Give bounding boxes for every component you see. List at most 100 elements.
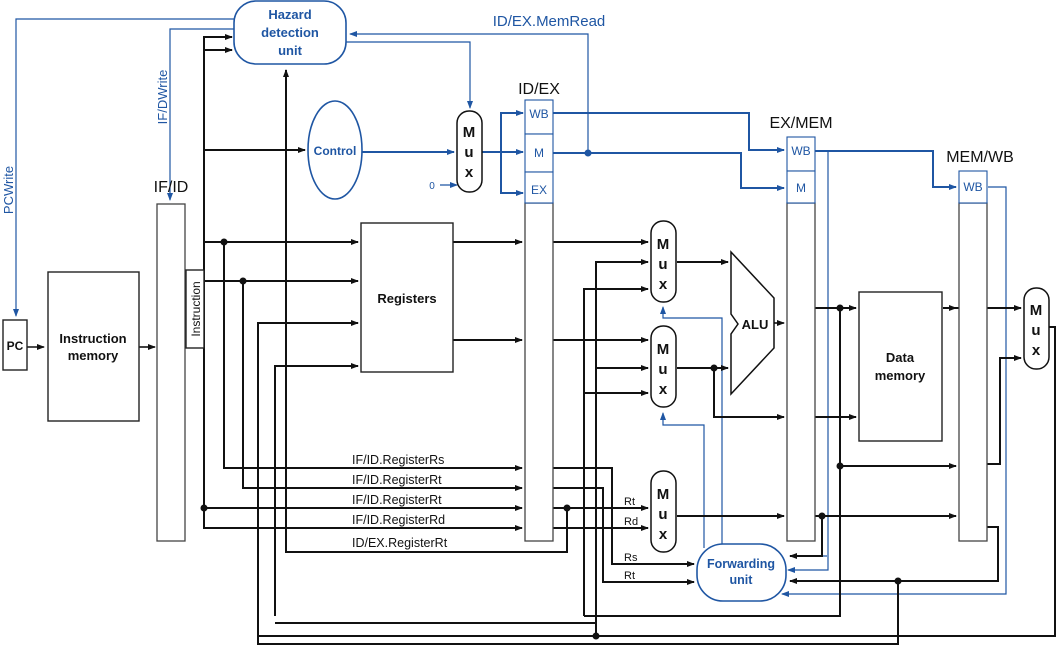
register-file: Registers [360,222,454,373]
mux-letter: M [657,236,670,253]
imem-label-line1: Instruction [59,331,126,346]
control-mux: M u x 0 [429,110,483,193]
memread-label: ID/EX.MemRead [493,13,606,30]
zero-label: 0 [429,181,435,192]
memwb-wb-label: WB [963,180,982,194]
hazard-label-line3: unit [278,43,302,58]
mux-letter: u [658,506,667,523]
mux-letter: M [657,486,670,503]
idex-rt-label: ID/EX.RegisterRt [352,536,448,550]
hazard-to-mux-wire [346,41,473,109]
rt-to-fwd-wire [552,487,695,585]
ex-mem-register: WB M EX/MEM [769,115,833,542]
muxA-mem-input-wire [583,286,649,616]
alu-mux-a: M u x [650,220,677,303]
idex-rt-to-hazard-wire [283,69,568,553]
regdst-mux: M u x [650,470,677,553]
rt-fwd-label: Rt [624,570,635,582]
imem-label-line2: memory [68,348,119,363]
memwb-rd-to-reg-wire [257,581,899,645]
alu-mux-b: M u x [650,325,677,408]
data-memory: Data memory [858,291,943,442]
ifdwrite-label: IF/DWrite [155,70,170,125]
instruction-label: Instruction [189,281,203,336]
ifid-rt2-label: IF/ID.RegisterRt [352,493,442,507]
ifid-rt1-label: IF/ID.RegisterRt [352,473,442,487]
idex-ex-label: EX [531,183,547,197]
memwb-regwrite-wire [781,186,1007,597]
control-label: Control [314,144,357,158]
dmem-label-line1: Data [886,350,915,365]
idex-m-label: M [534,146,544,160]
pcwrite-label: PCWrite [1,166,16,214]
writeback-mux: M u x [1023,287,1050,370]
mux-to-ex-wire [500,152,524,196]
rs-to-fwd-wire [552,467,695,567]
mux-to-wb-wire [500,110,524,152]
control-wires [13,18,1007,597]
mux-letter: u [658,256,667,273]
instruction-memory: Instruction memory [47,271,140,422]
idex-wb-to-exmem-wire [553,112,785,153]
data-wires [27,34,1056,645]
forwardB-wire [660,412,705,548]
ifdwrite-wire [167,28,235,201]
exmem-rd-to-fwd-wire [789,516,823,559]
mem-wb-register: WB MEM/WB [946,149,1014,542]
dmem-label-line2: memory [875,368,926,383]
mem-wb-title: MEM/WB [946,149,1014,166]
mux-letter: u [658,361,667,378]
hazard-label-line1: Hazard [268,7,311,22]
mux-letter: u [464,144,473,161]
mux-letter: x [659,276,668,293]
id-ex-register: WB M EX ID/EX [518,81,560,542]
exmem-m-label: M [796,181,806,195]
forwarding-unit: Forwarding unit [696,543,787,602]
exmem-regwrite-wire [787,150,829,573]
pc-register: PC [2,319,28,371]
mux-letter: M [1030,302,1043,319]
control-unit: Control [307,100,363,200]
idex-m-to-exmem-wire [553,152,785,191]
muxA-wb-input-wire [595,259,649,636]
writeback-loop-wire [258,326,1056,637]
rs-fwd-label: Rs [624,552,638,564]
ifid-rd-label: IF/ID.RegisterRd [352,513,445,527]
writedata-wire [274,363,359,616]
mux-letter: x [1032,342,1041,359]
ex-mem-title: EX/MEM [769,115,832,132]
alu-label: ALU [742,317,769,332]
ifid-rs-wire [223,242,523,471]
mux-letter: x [659,526,668,543]
forwarding-label-line1: Forwarding [707,557,775,571]
registers-label: Registers [377,291,436,306]
mux-letter: M [657,341,670,358]
ifid-rd-wire [203,508,523,531]
rd-mux-label: Rd [624,516,638,528]
mux-letter: u [1031,322,1040,339]
memwb-rd-to-fwd-wire [789,526,999,584]
writedata-to-exmem-wire [713,368,785,420]
ifid-rt1-wire [242,281,523,491]
mux-letter: x [465,164,474,181]
if-id-register: Instruction IF/ID [154,179,205,542]
hazard-label-line2: detection [261,25,319,40]
forwarding-label-line2: unit [730,573,754,587]
ifid-rs-label: IF/ID.RegisterRs [352,453,444,467]
mux-letter: M [463,124,476,141]
pcwrite-wire [13,18,235,317]
pc-label: PC [7,339,24,353]
id-ex-title: ID/EX [518,81,560,98]
writereg-wire [257,320,359,623]
if-id-title: IF/ID [154,179,189,196]
mux-letter: x [659,381,668,398]
forwardA-wire [660,306,723,545]
exmem-wb-to-memwb-wire [814,150,957,190]
memwb-alu-to-wbmux-wire [987,355,1022,465]
hazard-detection-unit: Hazard detection unit [233,0,347,65]
idex-wb-label: WB [529,107,548,121]
exmem-wb-label: WB [791,144,810,158]
rt-mux-label: Rt [624,496,635,508]
signal-labels: PCWrite IF/DWrite ID/EX.MemRead IF/ID.Re… [1,13,638,582]
